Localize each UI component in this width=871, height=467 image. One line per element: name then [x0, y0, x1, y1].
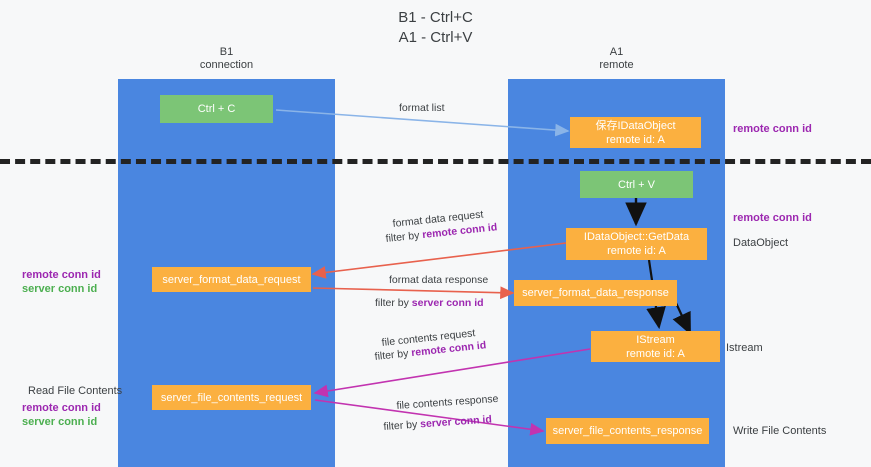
- edge-label-file-contents-response-text: file contents response: [396, 392, 499, 412]
- annotation-left-mid-remote-conn-id: remote conn id: [22, 269, 101, 281]
- annotation-remote-conn-id-top: remote conn id: [733, 123, 812, 135]
- edge-label-format-list: format list: [399, 102, 445, 114]
- node-server-file-contents-response[interactable]: server_file_contents_response: [546, 418, 709, 444]
- annotation-istream: Istream: [726, 342, 763, 354]
- annotation-read-file-contents: Read File Contents: [28, 385, 123, 397]
- node-idataobject-getdata[interactable]: IDataObject::GetData remote id: A: [566, 228, 707, 260]
- node-ctrl-c[interactable]: Ctrl + C: [160, 95, 273, 123]
- annotation-write-file-contents: Write File Contents: [733, 425, 827, 437]
- node-server-format-data-request[interactable]: server_format_data_request: [152, 267, 311, 292]
- filter-key-server-conn-id: server conn id: [419, 413, 493, 431]
- section-divider: [0, 159, 871, 164]
- edge-label-format-data-response: format data response: [389, 274, 489, 286]
- node-ctrl-v[interactable]: Ctrl + V: [580, 171, 693, 198]
- annotation-left-mid-server-conn-id: server conn id: [22, 283, 98, 295]
- edge-label-format-data-response-filter: filter by server conn id: [375, 296, 484, 311]
- filter-prefix: filter by: [374, 347, 412, 363]
- node-istream[interactable]: IStream remote id: A: [591, 331, 720, 362]
- column-header-b1: B1 connection: [199, 46, 254, 71]
- filter-prefix: filter by: [383, 418, 421, 433]
- filter-prefix: filter by: [385, 229, 423, 245]
- edge-label-file-contents-response: file contents response: [396, 392, 499, 414]
- filter-prefix: filter by: [375, 297, 412, 309]
- node-server-file-contents-request[interactable]: server_file_contents_request: [152, 385, 311, 410]
- annotation-left-bottom-server-conn-id: server conn id: [22, 416, 98, 428]
- node-save-idataobject[interactable]: 保存IDataObject remote id: A: [570, 117, 701, 148]
- edge-label-file-contents-response-filter: filter by server conn id: [383, 412, 492, 435]
- filter-key-server-conn-id: server conn id: [411, 297, 484, 309]
- annotation-dataobject: DataObject: [733, 237, 789, 249]
- annotation-remote-conn-id-mid: remote conn id: [733, 212, 812, 224]
- column-header-a1: A1 remote: [599, 46, 634, 71]
- diagram-title: B1 - Ctrl+C A1 - Ctrl+V: [398, 9, 473, 46]
- annotation-left-bottom-remote-conn-id: remote conn id: [22, 402, 101, 414]
- node-server-format-data-response[interactable]: server_format_data_response: [514, 280, 677, 306]
